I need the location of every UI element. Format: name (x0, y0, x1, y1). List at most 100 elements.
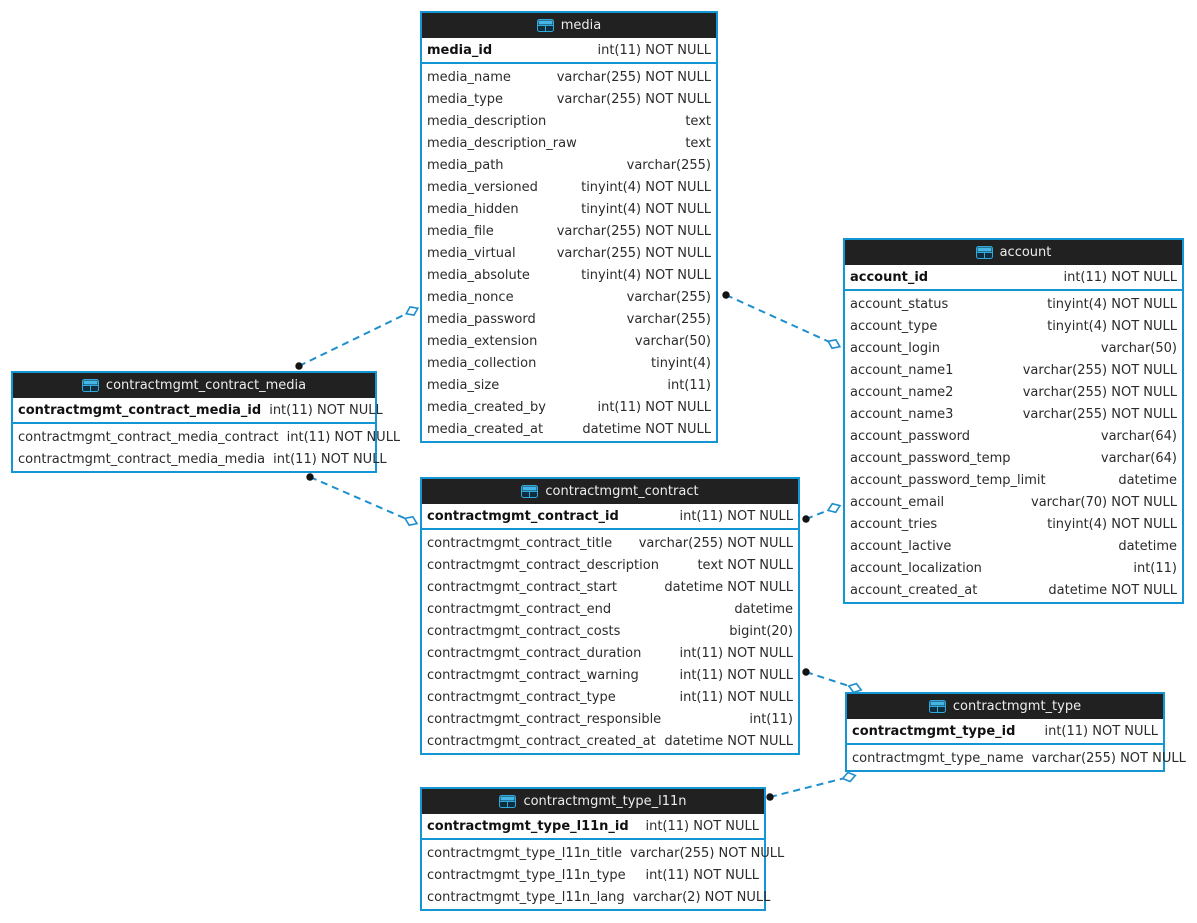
table-account[interactable]: account account_id int(11) NOT NULL acco… (843, 238, 1184, 604)
column-type: varchar(50) (1100, 340, 1177, 356)
column-type: int(11) NOT NULL (679, 667, 793, 683)
relationship-line[interactable] (298, 310, 413, 367)
column-name: contractmgmt_type_l11n_id (427, 818, 629, 834)
relationship-contractmgmt_contract_media-contractmgmt_contract[interactable] (306, 473, 419, 527)
column-type: varchar(255) NOT NULL (556, 223, 711, 239)
column-name: media_type (427, 91, 504, 107)
column-type: datetime NOT NULL (664, 579, 793, 595)
column-type: int(11) NOT NULL (645, 818, 759, 834)
column-name: account_name3 (850, 406, 954, 422)
relationship-dot-end (802, 515, 810, 523)
column-type: varchar(64) (1100, 450, 1177, 466)
column-name: account_tries (850, 516, 938, 532)
column-type: datetime (1118, 538, 1177, 554)
column-name: contractmgmt_contract_end (427, 601, 612, 617)
relationship-dot-end (802, 668, 810, 676)
table-contractmgmt-contract-media[interactable]: contractmgmt_contract_media contractmgmt… (11, 371, 400, 473)
relationship-line[interactable] (725, 294, 835, 345)
table-title: account (999, 245, 1052, 260)
relationship-dot-end (295, 362, 303, 370)
table-icon (499, 795, 517, 808)
table-header[interactable]: contractmgmt_type_l11n (422, 789, 764, 814)
column-name: account_password_temp_limit (850, 472, 1046, 488)
table-header[interactable]: contractmgmt_contract (422, 479, 798, 504)
column-type: int(11) NOT NULL (1044, 723, 1158, 739)
table-header[interactable]: contractmgmt_type (847, 694, 1163, 719)
column-name: media_extension (427, 333, 538, 349)
table-title: contractmgmt_contract_media (105, 378, 307, 393)
table-contractmgmt-type-l11n[interactable]: contractmgmt_type_l11n contractmgmt_type… (420, 787, 784, 911)
table-contractmgmt-contract[interactable]: contractmgmt_contract contractmgmt_contr… (420, 477, 800, 755)
column-name: account_name1 (850, 362, 954, 378)
column-type: int(11) NOT NULL (269, 402, 383, 418)
table-media[interactable]: media media_id int(11) NOT NULL media_na… (420, 11, 718, 443)
column-name: media_name (427, 69, 511, 85)
relationship-diamond-end (404, 306, 420, 316)
relationship-line[interactable] (309, 476, 412, 522)
column-type: tinyint(4) NOT NULL (1047, 318, 1177, 334)
column-type: datetime NOT NULL (664, 733, 793, 749)
table-row-pk: contractmgmt_type_l11n_id int(11) NOT NU… (422, 814, 764, 840)
relationship-contractmgmt_type_l11n-contractmgmt_type[interactable] (766, 771, 857, 801)
relationship-diamond-end (826, 502, 842, 514)
table-title: contractmgmt_type_l11n (523, 794, 687, 809)
relationship-diamond-end (826, 338, 842, 350)
column-type: int(11) NOT NULL (645, 867, 759, 883)
relationship-line[interactable] (769, 776, 850, 798)
column-name: account_email (850, 494, 945, 510)
relationship-media-account[interactable] (722, 291, 842, 350)
column-name: contractmgmt_contract_id (427, 508, 619, 524)
column-type: varchar(64) (1100, 428, 1177, 444)
relationship-contractmgmt_contract-account[interactable] (802, 502, 842, 523)
table-contractmgmt-type[interactable]: contractmgmt_type contractmgmt_type_id i… (845, 692, 1186, 772)
column-type: datetime (1118, 472, 1177, 488)
relationship-contractmgmt_contract_media-media[interactable] (295, 306, 420, 370)
relationship-line[interactable] (805, 671, 856, 689)
column-type: varchar(50) (634, 333, 711, 349)
table-row-pk: account_id int(11) NOT NULL (845, 265, 1182, 291)
column-type: text (685, 113, 711, 129)
column-name: media_absolute (427, 267, 530, 283)
table-row-pk: contractmgmt_type_id int(11) NOT NULL (847, 719, 1163, 745)
column-name: contractmgmt_contract_costs (427, 623, 621, 639)
column-type: tinyint(4) NOT NULL (581, 201, 711, 217)
table-title: contractmgmt_contract (545, 484, 699, 499)
column-name: contractmgmt_type_l11n_lang (427, 889, 625, 905)
table-header[interactable]: media (422, 13, 716, 38)
relationship-contractmgmt_contract-contractmgmt_type[interactable] (802, 668, 863, 694)
table-row-pk: contractmgmt_contract_media_id int(11) N… (13, 398, 383, 424)
column-type: tinyint(4) NOT NULL (581, 179, 711, 195)
table-header[interactable]: contractmgmt_contract_media (13, 373, 375, 398)
table-row: account_created_at datetime NOT NULL (845, 579, 1182, 601)
column-name: account_created_at (850, 582, 978, 598)
table-header[interactable]: account (845, 240, 1182, 265)
table-icon (521, 485, 539, 498)
column-type: datetime NOT NULL (1048, 582, 1177, 598)
column-type: int(11) NOT NULL (679, 689, 793, 705)
column-name: contractmgmt_type_name (852, 750, 1024, 766)
column-type: varchar(255) NOT NULL (556, 69, 711, 85)
column-type: text NOT NULL (697, 557, 793, 573)
column-name: contractmgmt_contract_start (427, 579, 617, 595)
column-name: account_login (850, 340, 940, 356)
table-row: contractmgmt_contract_start datetime NOT … (422, 576, 798, 598)
column-name: account_localization (850, 560, 982, 576)
